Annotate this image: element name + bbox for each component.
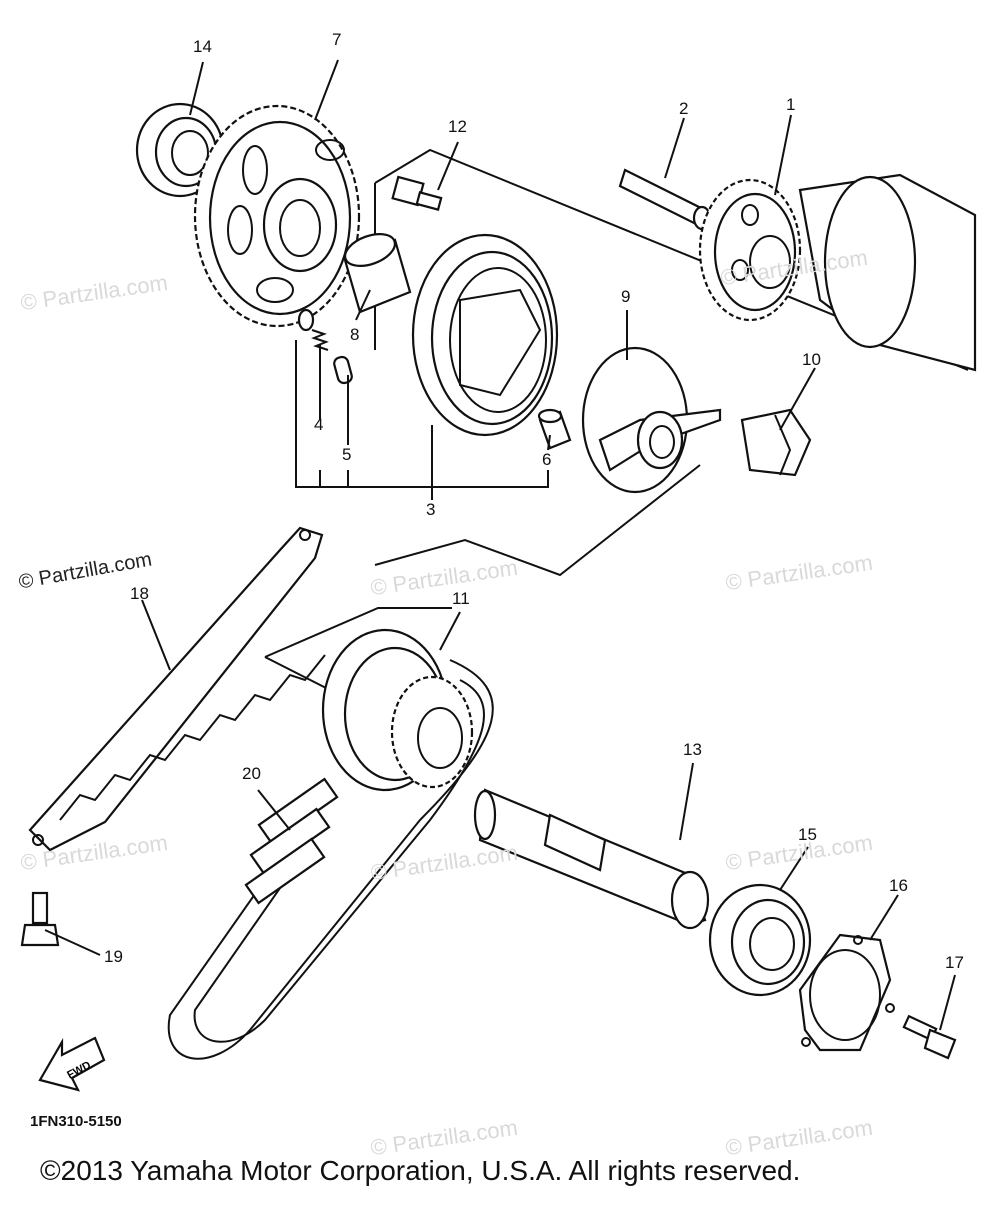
part-3-clutch-housing (411, 233, 559, 437)
part-1-starter-gear (698, 178, 802, 322)
leader-lines (44, 59, 956, 1031)
starter-motor-body (798, 173, 977, 372)
part-13-shaft (473, 788, 710, 930)
diagram-code: 1FN310-5150 (30, 1113, 122, 1130)
fwd-arrow-icon: FWD (38, 1036, 106, 1092)
callout-15: 15 (798, 825, 817, 844)
part-11-drive-gear (321, 628, 474, 792)
part-10-damper (740, 408, 812, 477)
callout-10: 10 (802, 350, 821, 369)
callout-17: 17 (945, 953, 964, 972)
part-15-bearing (708, 883, 812, 997)
part-20-chain (167, 659, 494, 1060)
assembly-outline-11b (264, 656, 331, 691)
callout-20: 20 (242, 764, 261, 783)
part-7-large-gear (193, 104, 361, 328)
part-6-roller (537, 408, 572, 450)
callout-1: 1 (786, 95, 795, 114)
part-8-sleeve (343, 233, 412, 314)
assembly-outline-11 (264, 607, 452, 658)
copyright-notice: ©2013 Yamaha Motor Corporation, U.S.A. A… (40, 1155, 801, 1186)
part-9-hub (581, 346, 722, 494)
assembly-outline-lower (374, 464, 701, 577)
part-2-shaft (618, 168, 712, 231)
callout-2: 2 (679, 99, 688, 118)
part-18-chain-guide (28, 526, 326, 852)
callout-4: 4 (314, 415, 323, 434)
callout-6: 6 (542, 450, 551, 469)
callout-5: 5 (342, 445, 351, 464)
callout-11: 11 (452, 589, 470, 608)
assembly-outline-upper (374, 148, 969, 371)
callout-12: 12 (448, 117, 467, 136)
part-4-spring (297, 308, 329, 351)
part-5-pin (333, 355, 353, 385)
callout-14: 14 (193, 37, 212, 56)
callout-13: 13 (683, 740, 702, 759)
callout-8: 8 (350, 325, 359, 344)
callout-9: 9 (621, 287, 630, 306)
callout-19: 19 (104, 947, 123, 966)
callout-7: 7 (332, 30, 341, 49)
part-12-bolt (391, 175, 443, 211)
part-17-bolt (902, 1014, 957, 1060)
callout-3: 3 (426, 500, 435, 519)
callout-18: 18 (130, 584, 149, 603)
part-16-plate (798, 933, 895, 1052)
callout-16: 16 (889, 876, 908, 895)
part-19-bolt (20, 891, 60, 947)
